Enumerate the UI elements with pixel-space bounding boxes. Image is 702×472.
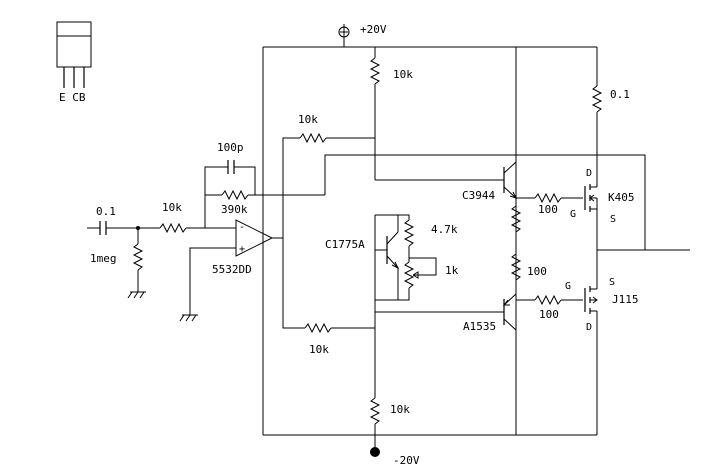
opamp-label: 5532DD <box>212 263 252 276</box>
bias-res-label: 4.7k <box>431 223 458 236</box>
opamp-symbol <box>235 219 283 257</box>
resistor-bottom-label: 10k <box>390 403 410 416</box>
transistor-package-icon <box>56 21 92 88</box>
feedback-res-label: 390k <box>221 203 248 216</box>
rail-frame <box>262 46 598 436</box>
bias-pot-network <box>398 214 437 301</box>
input-network <box>87 221 236 299</box>
package-pin-label: E CB <box>59 91 86 104</box>
mosfet-top-icon <box>584 170 598 250</box>
mid-res-label: 100 <box>527 265 547 278</box>
negative-supply-icon <box>370 435 380 457</box>
mos-bottom-source-label: S <box>609 277 615 288</box>
opamp-minus-label: - <box>239 222 245 233</box>
mos-top-gate-label: G <box>570 209 576 220</box>
mos-bottom-label: J115 <box>612 293 639 306</box>
input-cap-label: 0.1 <box>96 205 116 218</box>
mos-bottom-gate-label: G <box>565 281 571 292</box>
mos-top-label: K405 <box>608 191 635 204</box>
mosfet-bottom-icon <box>584 250 598 435</box>
gate-resistor-bottom <box>534 294 583 306</box>
gate-res-bottom-label: 100 <box>539 308 559 321</box>
shunt-res-label: 1meg <box>90 252 117 265</box>
pnp-driver-icon <box>375 293 517 331</box>
bias-transistor-label: C1775A <box>325 238 365 251</box>
npn-driver-label: C3944 <box>462 189 495 202</box>
feedback-resistor-top <box>282 132 375 237</box>
opamp-ground-path <box>179 247 236 322</box>
gate-resistor-top <box>534 192 583 204</box>
feedback-bottom-label: 10k <box>309 343 329 356</box>
negative-supply-label: -20V <box>393 454 420 467</box>
source-res-label: 0.1 <box>610 88 630 101</box>
positive-supply-label: +20V <box>360 23 387 36</box>
mos-top-drain-label: D <box>586 168 592 179</box>
bias-pot-label: 1k <box>445 264 459 277</box>
opamp-plus-label: + <box>239 244 245 255</box>
bias-chain <box>369 47 381 435</box>
pnp-driver-label: A1535 <box>463 320 496 333</box>
gate-res-top-label: 100 <box>538 203 558 216</box>
feedback-top-label: 10k <box>298 113 318 126</box>
npn-driver-icon <box>375 161 517 199</box>
emitter-network <box>510 197 535 301</box>
source-resistor <box>591 80 603 170</box>
bias-transistor-icon <box>375 214 400 301</box>
mos-bottom-drain-label: D <box>586 322 592 333</box>
input-res-label: 10k <box>162 201 182 214</box>
feedback-resistor-bottom <box>282 237 375 334</box>
resistor-top-label: 10k <box>393 68 413 81</box>
feedback-cap-label: 100p <box>217 141 244 154</box>
mos-top-source-label: S <box>610 214 616 225</box>
positive-supply-icon <box>338 24 350 47</box>
local-feedback-network <box>204 154 646 250</box>
